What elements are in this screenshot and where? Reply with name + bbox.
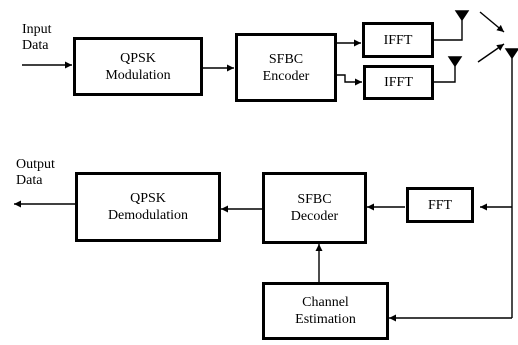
qpsk-demodulation-block: QPSK Demodulation: [75, 172, 221, 242]
antenna-icon: [454, 10, 470, 22]
channel-estimation-block: Channel Estimation: [262, 282, 389, 340]
antenna-icon: [504, 48, 518, 60]
ifft-bottom-block: IFFT: [363, 65, 434, 100]
output-data-label: Output Data: [16, 157, 55, 188]
sfbc-encoder-block: SFBC Encoder: [235, 33, 337, 102]
fft-block: FFT: [406, 187, 474, 223]
ifft-bottom-to-antenna-line: [434, 65, 456, 83]
antenna-icon: [447, 56, 463, 68]
qpsk-modulation-block: QPSK Modulation: [73, 37, 203, 96]
ifft-top-block: IFFT: [362, 22, 434, 58]
sfbc-decoder-block: SFBC Decoder: [262, 172, 367, 244]
encoder-to-ifft-bottom-arrow: [337, 74, 362, 86]
radio-link-arrow-1: [479, 11, 505, 33]
ifft-top-to-antenna-line: [434, 18, 463, 41]
input-data-label: Input Data: [22, 22, 52, 53]
radio-link-arrow-2: [477, 43, 505, 63]
